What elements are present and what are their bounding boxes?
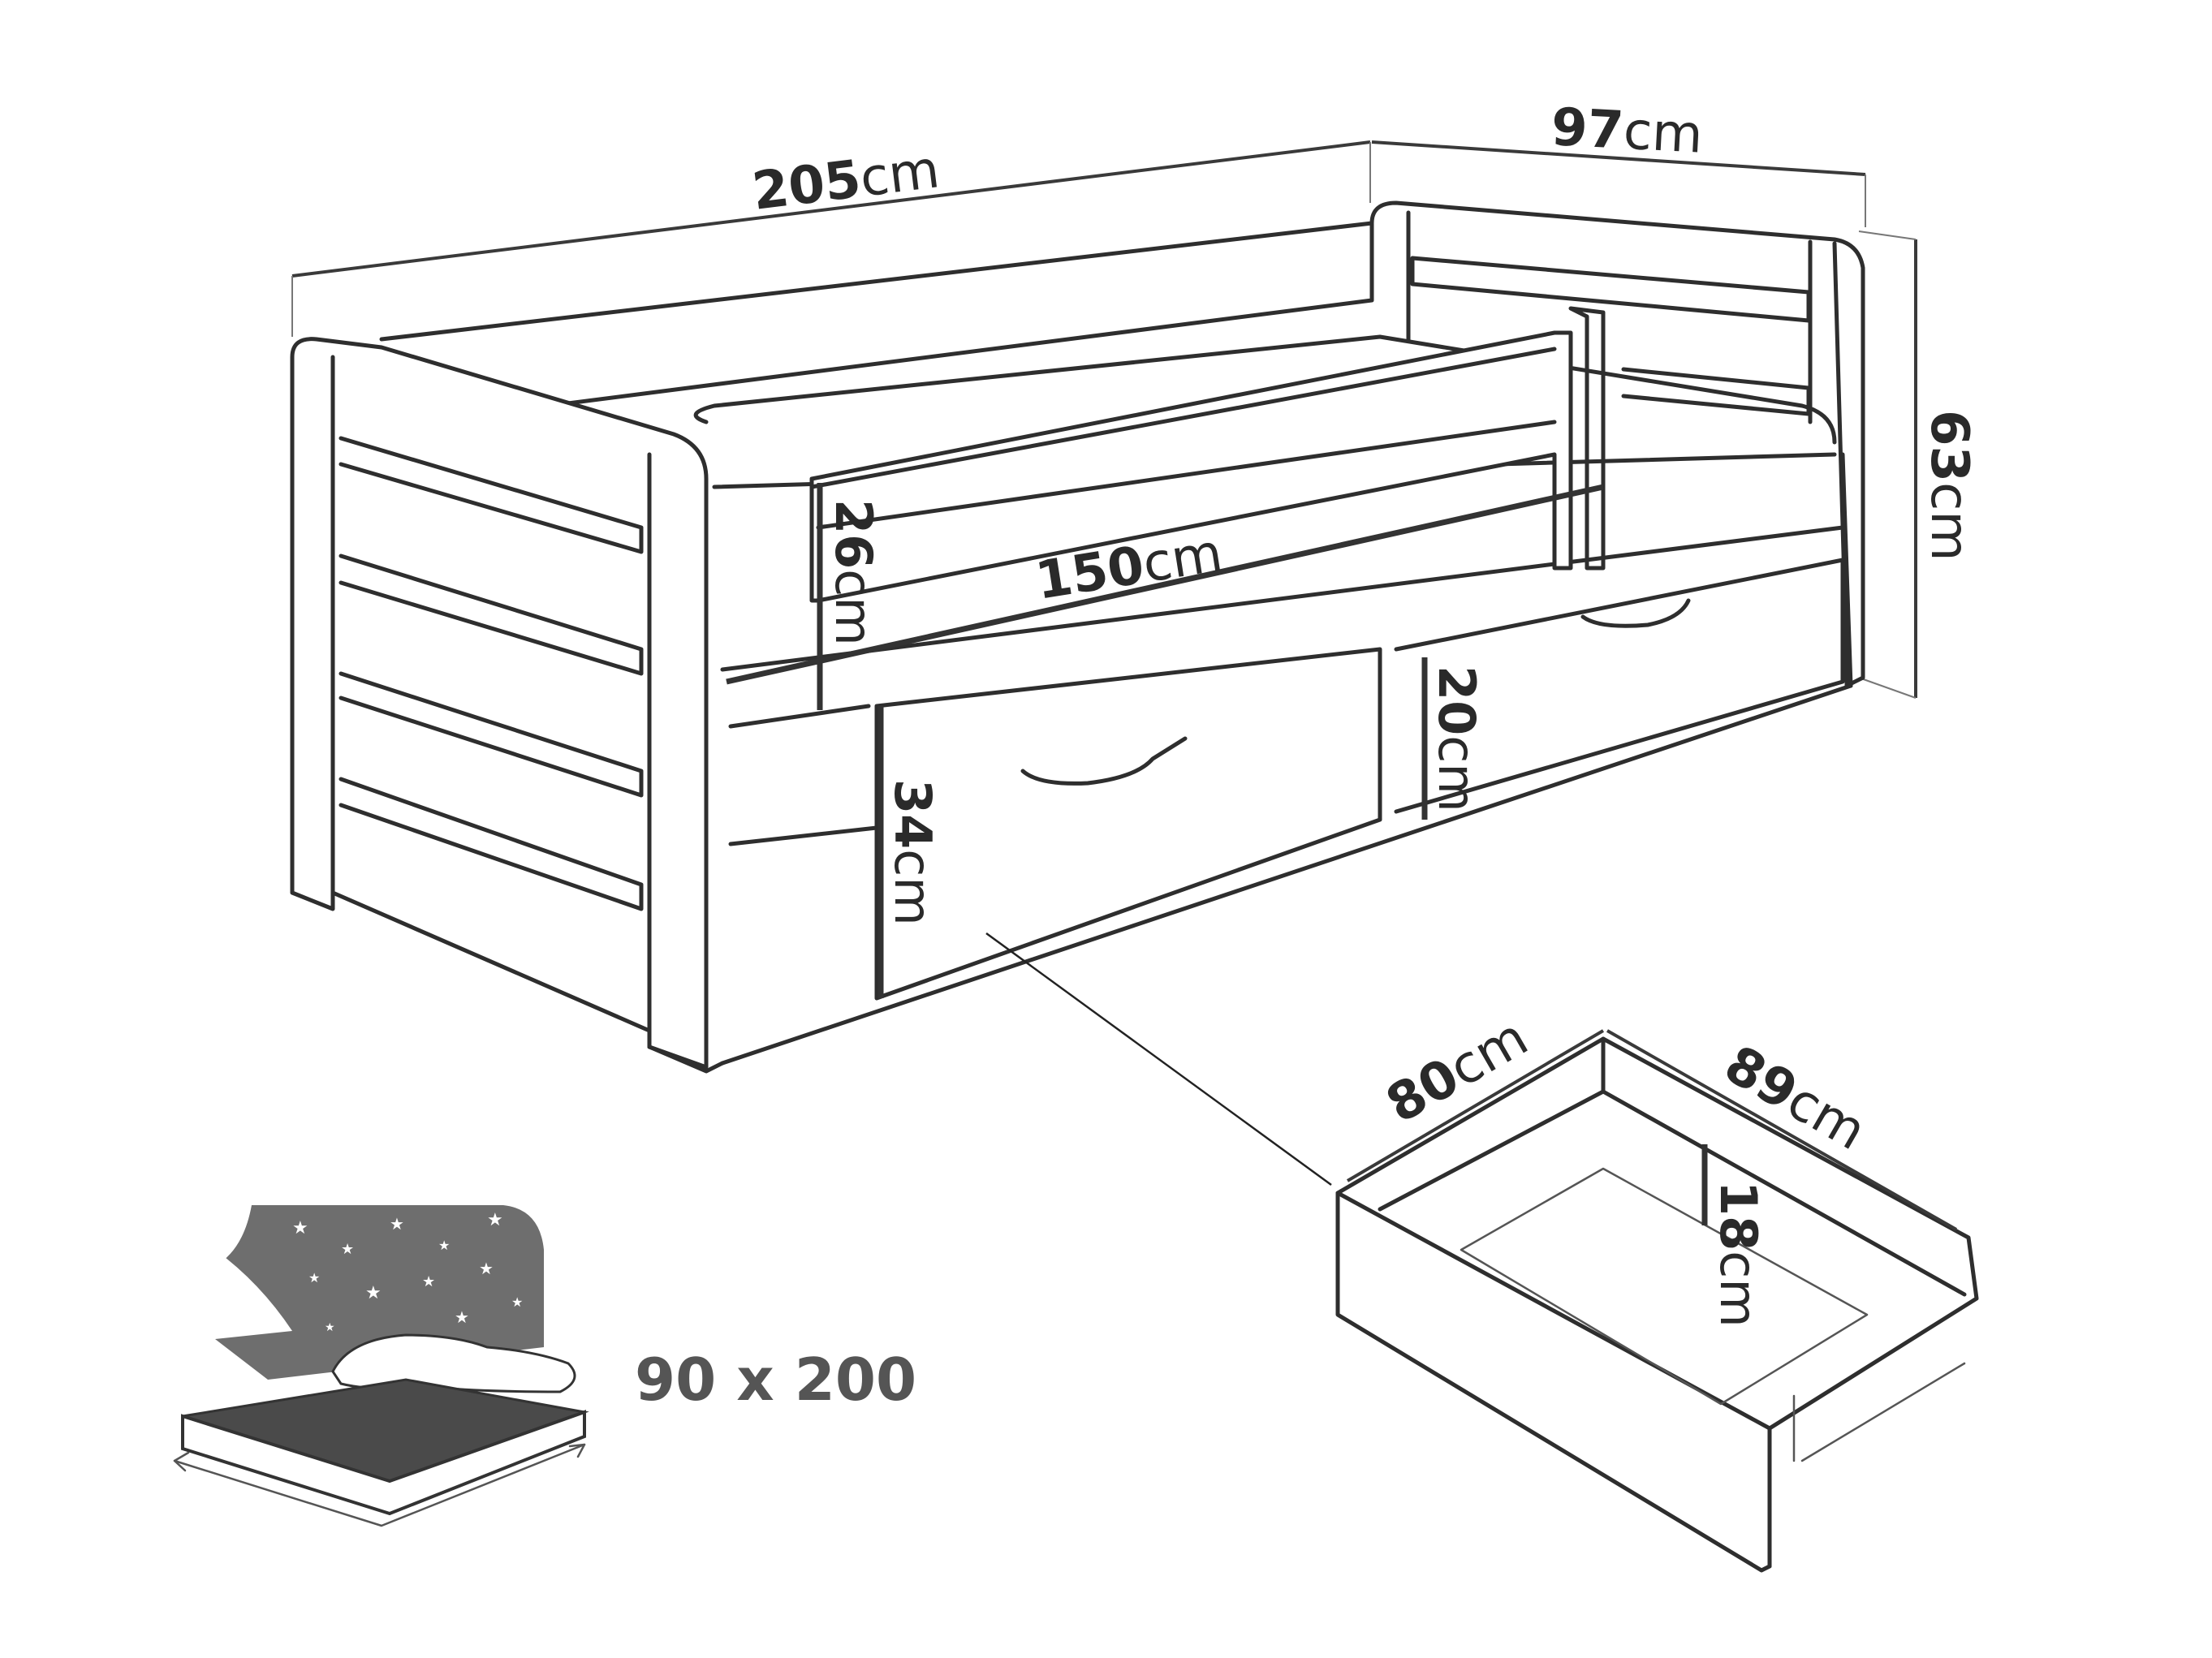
svg-text:★: ★ xyxy=(455,1307,469,1327)
rail-length-label: 150cm xyxy=(1032,523,1227,612)
safety-rail-top-inner xyxy=(809,347,1557,489)
drawer-right-handle xyxy=(1580,598,1691,628)
depth-dimension-line xyxy=(1371,140,1866,176)
mattress-icon: ★ ★ ★ ★ ★ ★ ★ ★ ★ ★ ★ ★ ★ xyxy=(173,1205,589,1527)
drawer-left xyxy=(874,647,1382,1001)
drawer-width-line xyxy=(1346,1029,1605,1182)
stars: ★ ★ ★ ★ ★ ★ ★ ★ ★ ★ ★ ★ ★ xyxy=(244,1210,523,1334)
height-guide-bottom xyxy=(1858,677,1917,699)
back-rail xyxy=(379,221,1374,424)
daybed xyxy=(290,200,1865,1074)
svg-text:★: ★ xyxy=(308,1270,320,1285)
front-base-line-2 xyxy=(720,525,1845,672)
bed-foot xyxy=(647,1044,725,1074)
right-headboard-slat-2 xyxy=(1621,367,1811,416)
svg-text:★: ★ xyxy=(422,1273,435,1290)
length-dimension-line xyxy=(291,140,1371,278)
front-base-line-3 xyxy=(728,704,871,729)
dimension-guides xyxy=(291,140,1917,699)
drawer-inner-top xyxy=(1378,1089,1967,1297)
rail-length-bar xyxy=(726,484,1604,685)
depth-label: 97cm xyxy=(1550,97,1704,166)
svg-text:★: ★ xyxy=(244,1302,257,1319)
drawer-inner-right-wall xyxy=(1800,1362,1966,1462)
height-guide-top xyxy=(1858,230,1917,240)
svg-text:★: ★ xyxy=(341,1241,354,1258)
svg-text:★: ★ xyxy=(292,1218,308,1238)
svg-text:★: ★ xyxy=(487,1210,503,1230)
drawer-length-line xyxy=(1606,1029,1957,1231)
bed-base-height-label: 34cm xyxy=(883,779,942,926)
left-headboard-slat-4 xyxy=(338,777,644,911)
night-sky-background xyxy=(215,1205,544,1380)
right-headboard xyxy=(1369,200,1865,688)
svg-text:★: ★ xyxy=(325,1321,335,1334)
left-headboard-slat-2 xyxy=(338,553,644,676)
drawer-depth-label: 18cm xyxy=(1709,1181,1768,1328)
drawer-inner-floor xyxy=(1460,1167,1869,1406)
safety-rail-post xyxy=(1568,306,1606,571)
length-label: 205cm xyxy=(749,140,942,222)
height-label: 63cm xyxy=(1919,410,1979,562)
svg-text:★: ★ xyxy=(438,1238,450,1253)
front-base-right-edge xyxy=(1840,452,1853,688)
front-base-bottom xyxy=(720,683,1853,1066)
left-headboard-slat-3 xyxy=(338,671,644,798)
svg-text:★: ★ xyxy=(365,1283,382,1303)
mattress-side xyxy=(181,1410,586,1516)
arrow-right-head xyxy=(568,1443,586,1458)
svg-text:★: ★ xyxy=(511,1294,523,1310)
left-headboard-slat-1 xyxy=(338,436,644,554)
drawer-left-handle xyxy=(1020,736,1188,786)
drawer-detail xyxy=(1335,1029,1979,1573)
mattress-top xyxy=(693,334,1837,445)
drawer-right xyxy=(1394,558,1845,814)
front-base-line-4 xyxy=(728,825,879,846)
night-sky-curve xyxy=(215,1250,292,1339)
svg-text:★: ★ xyxy=(479,1259,494,1278)
safety-rail xyxy=(809,330,1573,603)
drawer-leader-line xyxy=(985,932,1332,1186)
rail-height-label: 26cm xyxy=(824,499,883,646)
arrow-left-head xyxy=(173,1451,190,1472)
right-headboard-slat-1 xyxy=(1410,256,1811,323)
mattress-size-label: 90 x 200 xyxy=(635,1346,916,1414)
drawer-front-height-label: 20cm xyxy=(1427,665,1486,812)
safety-rail-lower-slat xyxy=(816,420,1557,530)
svg-text:★: ★ xyxy=(390,1214,404,1234)
mattress-width-arrow xyxy=(173,1443,586,1527)
